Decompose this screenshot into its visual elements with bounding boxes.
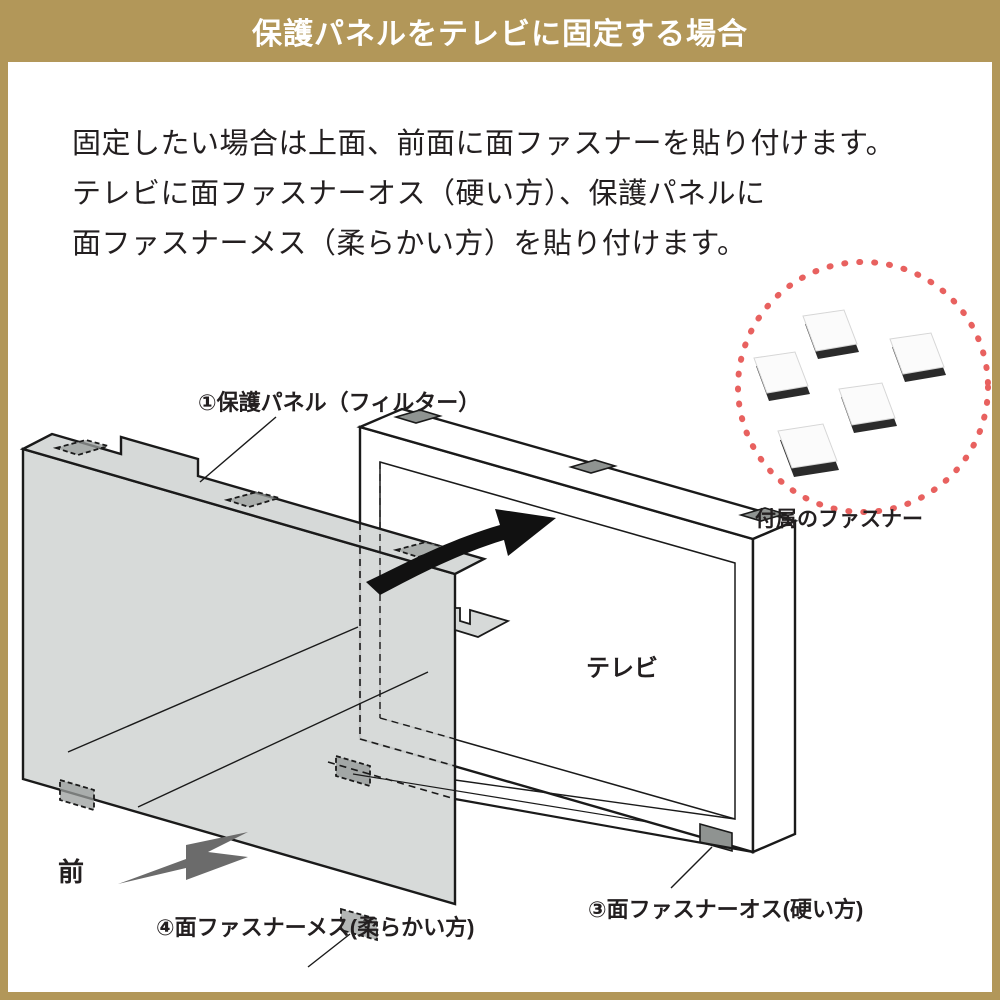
leader-line-panel-pad <box>352 773 649 823</box>
diagram-illustration <box>19 259 991 968</box>
panel-fastener-pads <box>52 439 452 942</box>
panel-pad-top-left <box>52 439 112 456</box>
label-tv: テレビ <box>586 655 658 682</box>
header-bar: 保護パネルをテレビに固定する場合 <box>0 0 1000 62</box>
panel-pad-front-mid <box>335 754 371 788</box>
dotted-circle <box>735 259 991 515</box>
tv-bezel-bottom-extension <box>454 779 736 820</box>
label-front-direction: 前 <box>58 857 85 887</box>
panel-right-flange-tab <box>454 574 511 638</box>
tv-right-face <box>751 519 797 854</box>
front-direction-arrow <box>118 832 248 884</box>
content-area: 固定したい場合は上面、前面に面ファスナーを貼り付けます。 テレビに面ファスナーオ… <box>8 62 992 992</box>
fastener-square-3 <box>753 351 810 401</box>
leader-line-female <box>307 933 351 968</box>
leader-male-1 <box>670 846 713 889</box>
fastener-square-2 <box>889 332 946 382</box>
tv-bottom-edge-extension <box>454 797 754 854</box>
label-female-fastener: ④面ファスナーメス(柔らかい方) <box>156 915 475 940</box>
attach-direction-arrow <box>366 509 556 595</box>
panel-pad-top-mid <box>223 491 283 508</box>
body-line-1: 固定したい場合は上面、前面に面ファスナーを貼り付けます。 <box>72 128 896 160</box>
fastener-square-5 <box>777 423 839 477</box>
body-line-2: テレビに面ファスナーオス（硬い方）、保護パネルに <box>72 178 766 210</box>
fastener-square-1 <box>802 309 859 359</box>
protective-panel <box>19 432 511 942</box>
label-protective-panel: ①保護パネル（フィルター） <box>198 390 481 415</box>
panel-pad-top-right <box>392 541 452 558</box>
fastener-square-4 <box>838 382 897 433</box>
label-male-fastener: ③面ファスナーオス(硬い方) <box>588 897 864 922</box>
panel-pad-front-left <box>59 778 95 812</box>
panel-pad-front-bottom <box>340 907 378 942</box>
panel-gloss-line-1 <box>67 626 359 753</box>
label-attached-fasteners: 付属のファスナー <box>755 508 923 531</box>
body-line-3: 面ファスナーメス（柔らかい方）を貼り付けます。 <box>72 228 747 260</box>
attached-fasteners-callout <box>735 259 991 515</box>
page-title: 保護パネルをテレビに固定する場合 <box>252 18 748 51</box>
tv-top-fastener-pads <box>393 409 788 522</box>
leader-line-panel <box>199 416 277 483</box>
